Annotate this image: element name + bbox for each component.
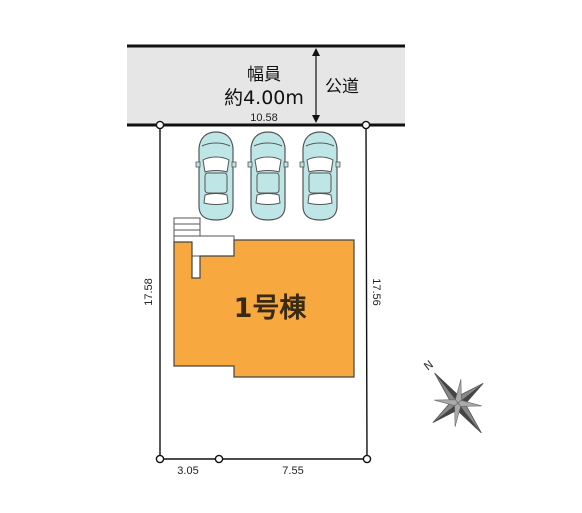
lot-boundary	[155, 120, 372, 464]
corner-marker-sw	[155, 454, 165, 464]
corner-marker-s-mid	[214, 454, 224, 464]
parked-car-2	[247, 131, 289, 221]
road-width-label-line2: 約4.00m	[224, 87, 304, 109]
dim-rear-left: 3.05	[177, 465, 198, 477]
dim-frontage: 10.58	[250, 112, 278, 124]
compass-rose: N	[422, 358, 484, 434]
dim-right-depth: 17.56	[370, 278, 382, 306]
corner-marker-se	[362, 454, 372, 464]
road-width-label-line1: 幅員	[247, 65, 281, 85]
parking-area	[195, 131, 341, 221]
dim-rear-right: 7.55	[282, 465, 303, 477]
public-road: 幅員 約4.00m 公道	[127, 44, 405, 127]
parked-car-1	[195, 131, 237, 221]
parked-car-3	[299, 131, 341, 221]
building-label: 1号棟	[234, 293, 308, 324]
building-footprint: 1号棟	[173, 239, 355, 378]
dim-left-depth: 17.58	[143, 278, 155, 306]
road-width-arrow	[312, 48, 320, 123]
corner-marker-ne	[361, 120, 371, 130]
road-surface	[127, 46, 405, 125]
compass-north-label: N	[422, 358, 436, 373]
corner-marker-nw	[155, 120, 165, 130]
road-type-label: 公道	[325, 77, 359, 97]
